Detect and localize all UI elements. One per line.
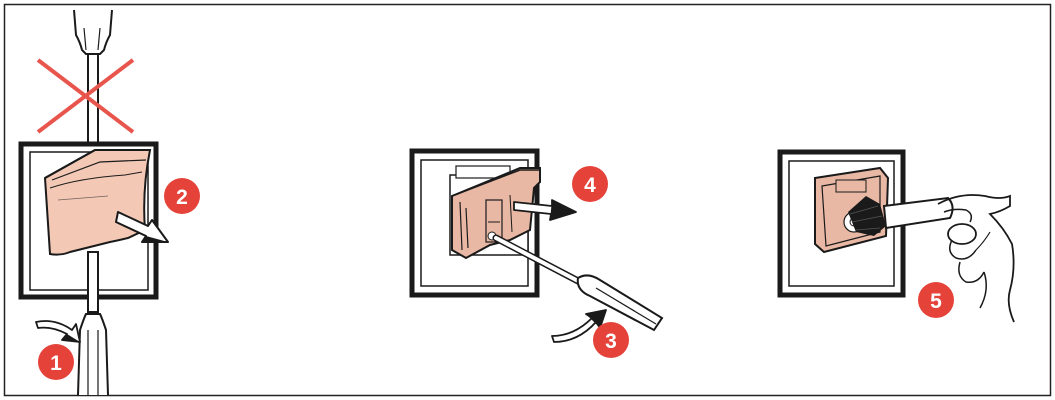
step-number: 5 xyxy=(930,290,942,313)
step-badge-2: 2 xyxy=(164,178,200,214)
step-number: 4 xyxy=(584,174,596,197)
step-number: 1 xyxy=(50,352,62,375)
step-badge-3: 3 xyxy=(593,322,629,358)
step-badge-1: 1 xyxy=(38,344,74,380)
step-number: 3 xyxy=(605,330,617,353)
step-badge-4: 4 xyxy=(572,166,608,202)
step-number: 2 xyxy=(176,186,188,209)
step-badge-5: 5 xyxy=(918,282,954,318)
